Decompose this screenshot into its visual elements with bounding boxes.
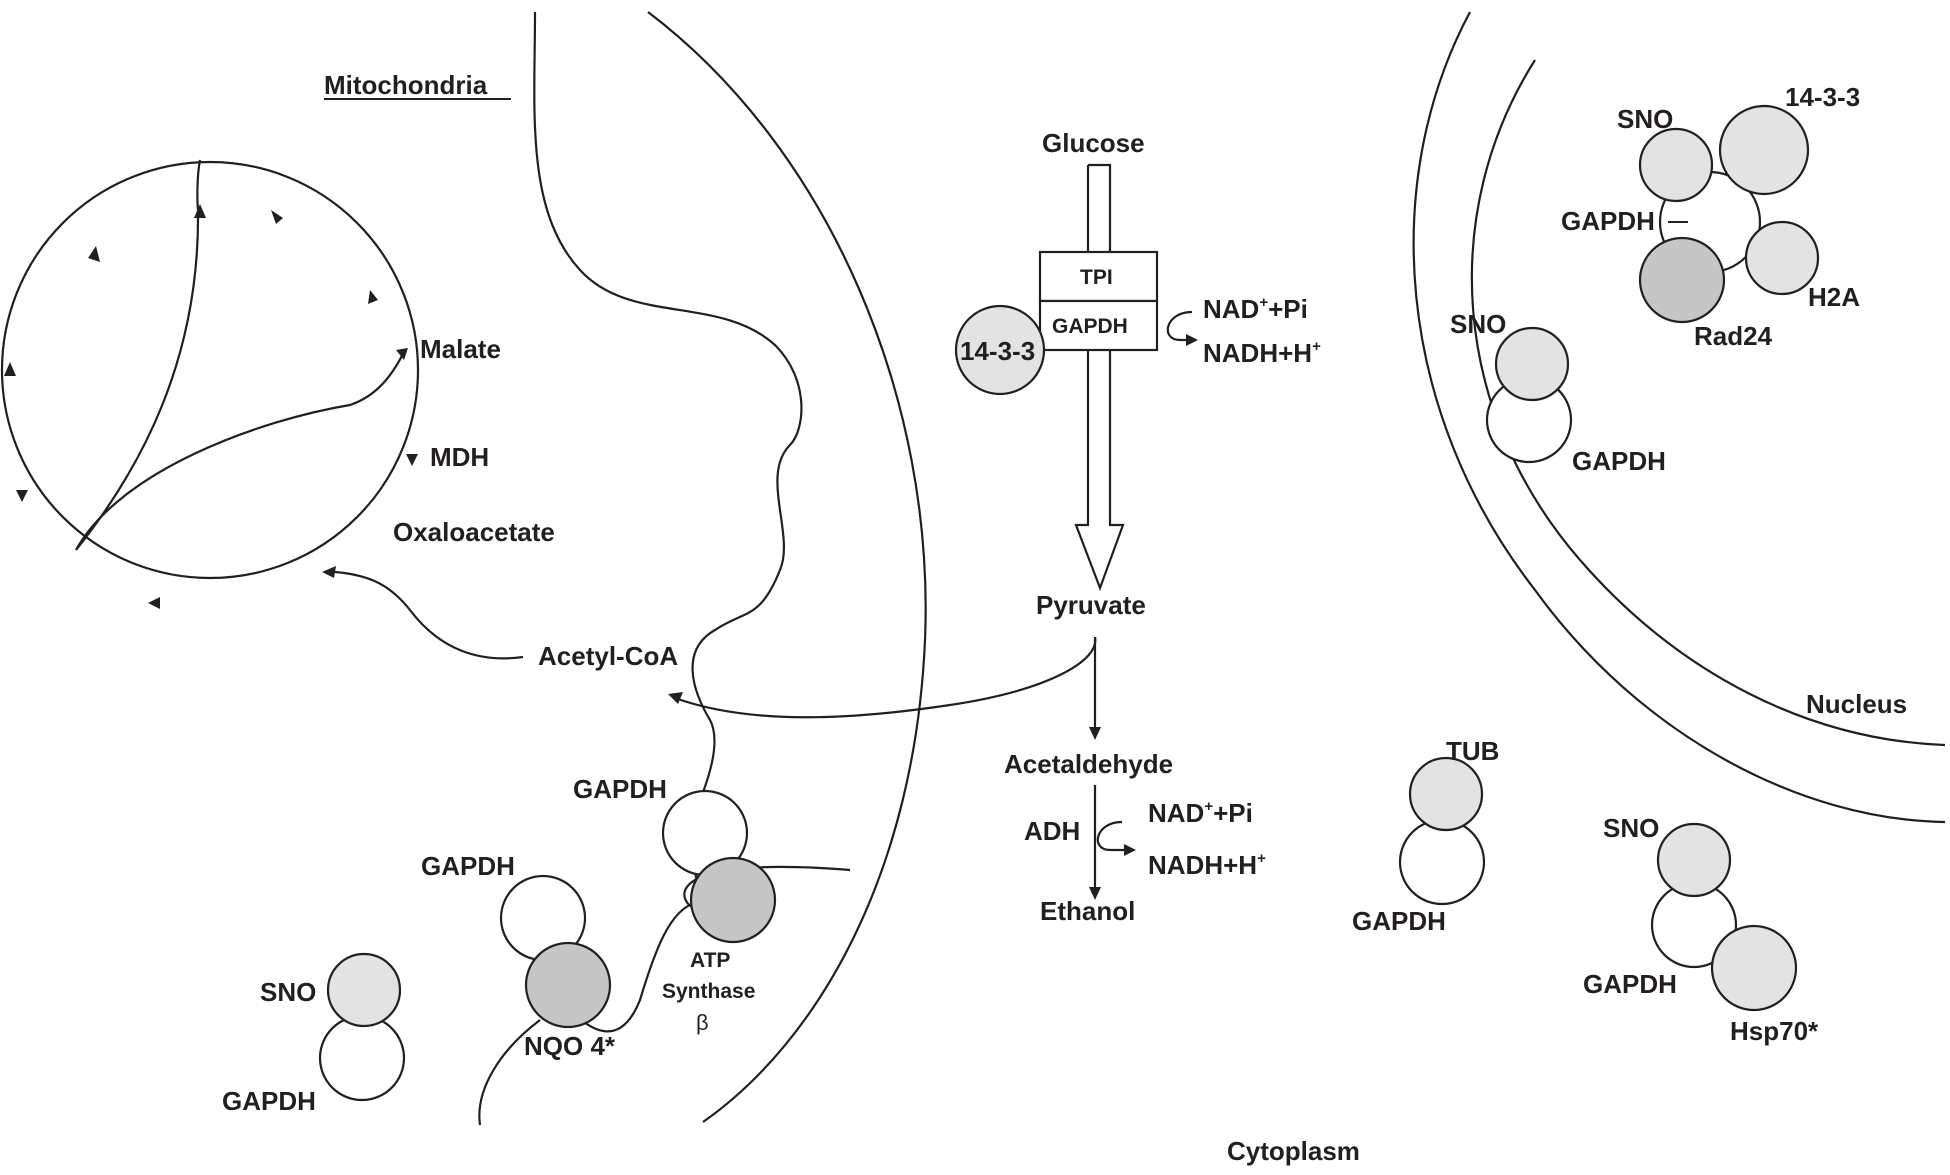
pyruvate-down-arrowhead <box>1089 727 1101 740</box>
nuc-complex-h2a-protein <box>1744 220 1820 296</box>
acetyl-coa-to-oxaloacetate-path <box>334 570 524 660</box>
glycolysis-arrow <box>1074 163 1125 592</box>
gapdh-nad-arrowhead <box>1186 334 1198 346</box>
nqo-protein <box>524 941 612 1029</box>
hsp-gapdh-label: GAPDH <box>1583 969 1677 999</box>
tub-gapdh-label: GAPDH <box>1352 906 1446 936</box>
oxaloacetate-label: Oxaloacetate <box>393 517 555 547</box>
mdh-label: MDH <box>430 442 489 472</box>
gapdh-box-label: GAPDH <box>1052 315 1128 338</box>
hsp-sno-protein <box>1656 822 1732 898</box>
hsp70-protein <box>1710 924 1798 1012</box>
atp-synthase-label-1: ATP <box>690 949 730 972</box>
ethanol-label: Ethanol <box>1040 896 1135 926</box>
pyruvate-to-acetyl-coa-path <box>674 636 1097 719</box>
nqo-label: NQO 4* <box>524 1031 616 1061</box>
tpi-box <box>1038 250 1159 303</box>
gapdh-nadh-label: NADH+H+ <box>1203 338 1321 368</box>
nuc-sno-label: SNO <box>1450 309 1506 339</box>
nuc-gapdh-label: GAPDH <box>1572 446 1666 476</box>
adh-nadh-label: NADH+H+ <box>1148 850 1266 880</box>
gapdh-nad-loop <box>1166 310 1193 342</box>
nucleus-label: Nucleus <box>1806 689 1907 719</box>
acetyl-coa-arrowhead <box>668 692 683 704</box>
nuc-complex-14-3-3-label: 14-3-3 <box>1785 82 1860 112</box>
gapdh-nad-label: NAD++Pi <box>1203 294 1308 324</box>
tca-inner-branch-2 <box>75 349 406 551</box>
tpi-label: TPI <box>1080 266 1113 289</box>
cyto-gapdh-protein <box>318 1014 406 1102</box>
mitochondria-label: Mitochondria <box>324 70 488 100</box>
nuc-complex-rad24-protein <box>1638 236 1726 324</box>
glycolysis-14-3-3-label: 14-3-3 <box>960 336 1035 366</box>
nqo-tether <box>569 901 696 1033</box>
cytoplasm-label: Cytoplasm <box>1227 1136 1360 1166</box>
hsp70-label: Hsp70* <box>1730 1016 1819 1046</box>
tub-protein <box>1408 756 1484 832</box>
mito-gapdh-label-2: GAPDH <box>421 851 515 881</box>
cyto-sno-protein <box>326 952 402 1028</box>
hsp-sno-label: SNO <box>1603 813 1659 843</box>
tca-inner-branch-1 <box>75 159 202 551</box>
tub-label: TUB <box>1446 736 1499 766</box>
adh-nad-label: NAD++Pi <box>1148 798 1253 828</box>
tca-arrowheads <box>4 204 418 609</box>
nucleus-outer-envelope <box>1412 11 1946 824</box>
tub-gapdh-protein <box>1398 818 1486 906</box>
adh-nad-loop <box>1096 820 1130 852</box>
ethanol-arrowhead <box>1089 887 1101 900</box>
nqo-lower-tether <box>478 1019 541 1126</box>
mito-gapdh-label-1: GAPDH <box>573 774 667 804</box>
malate-label: Malate <box>420 334 501 364</box>
acetaldehyde-label: Acetaldehyde <box>1004 749 1173 779</box>
adh-nad-arrowhead <box>1124 844 1136 856</box>
cyto-gapdh-label: GAPDH <box>222 1086 316 1116</box>
nuc-complex-rad24-label: Rad24 <box>1694 321 1773 351</box>
atp-synthase-label-2: Synthase <box>662 980 755 1003</box>
adh-label: ADH <box>1024 816 1080 846</box>
tca-cycle-ring <box>0 160 420 580</box>
pyruvate-label: Pyruvate <box>1036 590 1146 620</box>
nuc-sno-protein <box>1494 326 1570 402</box>
nucleus-inner-envelope <box>1470 59 1946 747</box>
acetyl-coa-label: Acetyl-CoA <box>538 641 678 671</box>
nuc-complex-sno-protein <box>1638 127 1714 203</box>
glycolysis-14-3-3-protein <box>954 304 1046 396</box>
gapdh-box <box>1038 299 1159 352</box>
mitochondria-outer-membrane <box>647 11 927 1123</box>
cyto-sno-label: SNO <box>260 977 316 1007</box>
glucose-label: Glucose <box>1042 128 1145 158</box>
atp-synthase-protein <box>689 856 777 944</box>
atp-synthase-label-3: β <box>696 1010 709 1035</box>
nuc-complex-sno-label: SNO <box>1617 104 1673 134</box>
nuc-complex-14-3-3-protein <box>1718 104 1810 196</box>
nuc-complex-h2a-label: H2A <box>1808 282 1860 312</box>
nuc-complex-gapdh-label: GAPDH <box>1561 206 1655 236</box>
